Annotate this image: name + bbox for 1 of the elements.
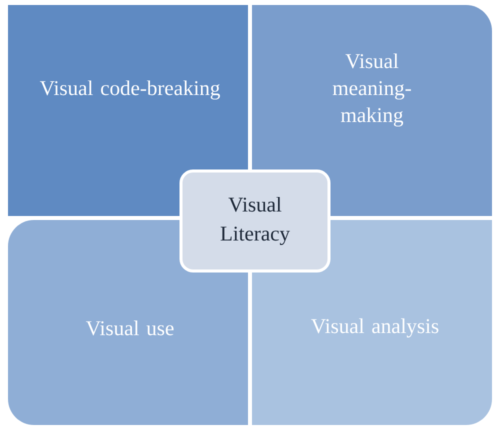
center-box: Visual Literacy — [180, 170, 330, 272]
